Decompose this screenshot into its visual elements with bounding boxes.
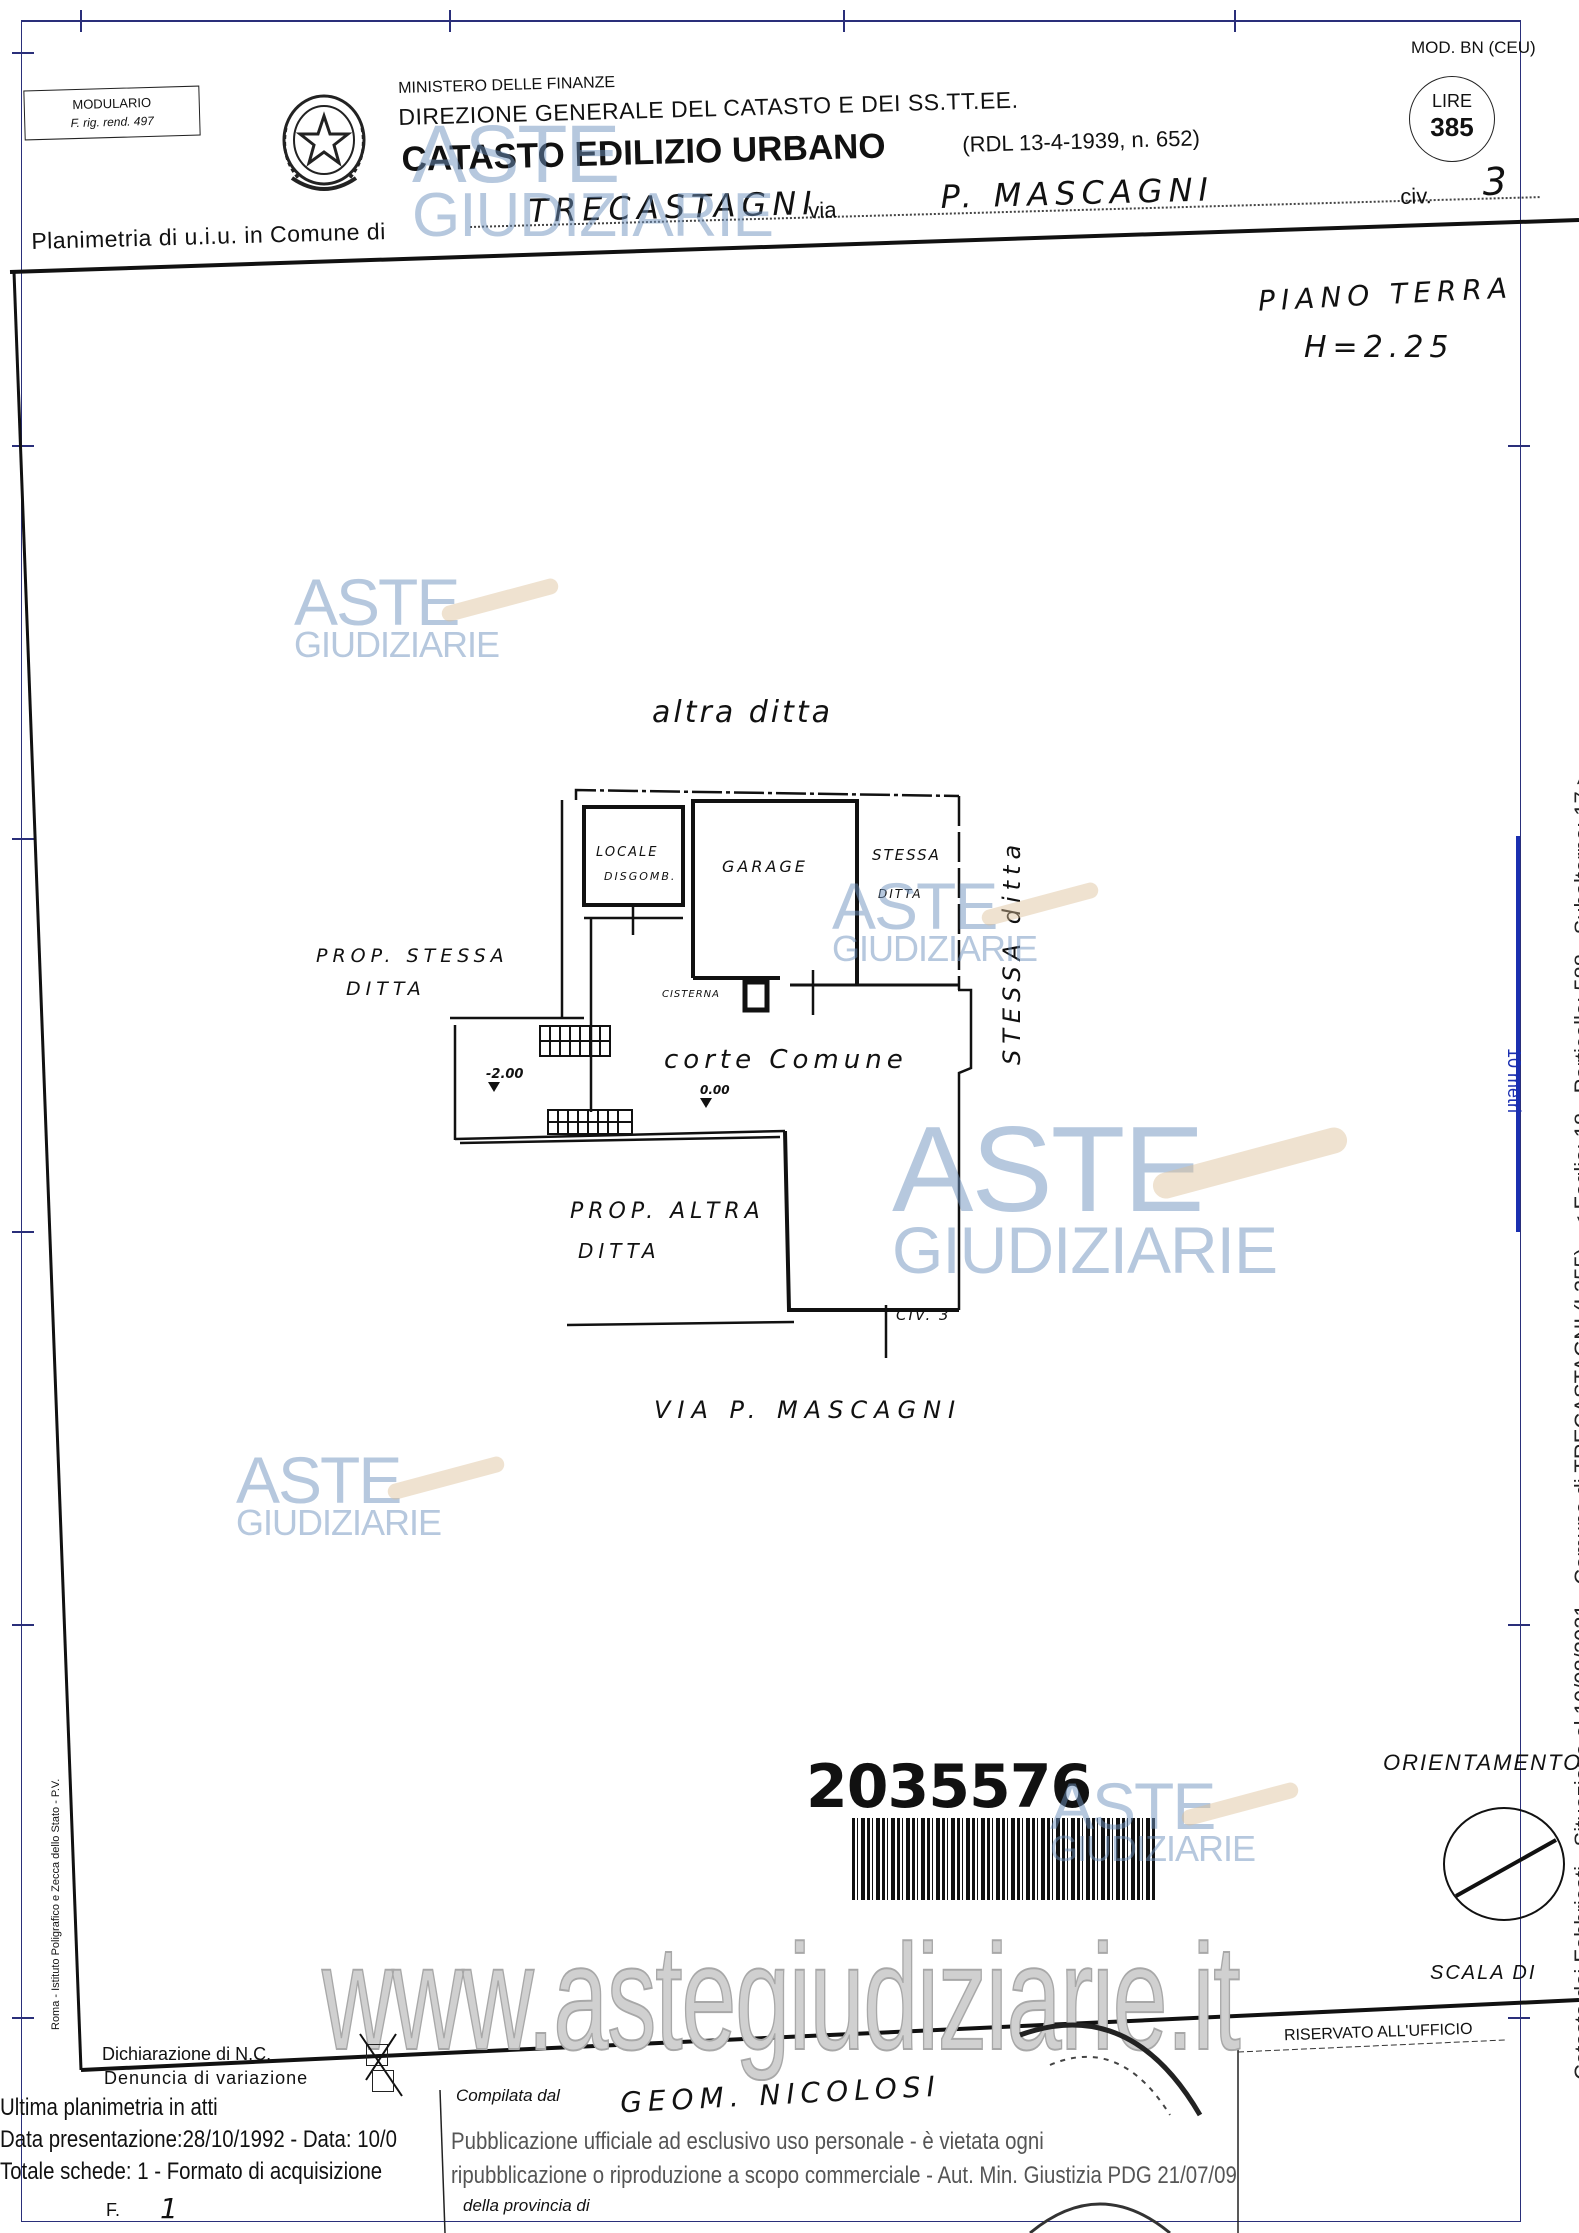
level-markers [488,1082,712,1108]
height-label: H=2.25 [1304,330,1455,365]
frame-tick [1508,2017,1530,2019]
publication-notice-2: ripubblicazione o riproduzione a scopo c… [451,2162,1237,2189]
north-boundary [574,788,960,800]
checkmark-x-icon [359,2033,403,2097]
f-value: 1 [160,2192,184,2225]
north-neighbor-label: altra ditta [652,695,833,730]
frame-tick [12,838,34,840]
republic-emblem-icon [282,94,366,191]
room-garage [691,799,859,985]
page-frame [21,20,1521,2222]
cisterna-box [742,979,770,1013]
courtyard-label: corte Comune [664,1045,908,1075]
civ-marker-label: CIV. 3 [896,1306,951,1324]
frame-tick [12,52,34,54]
stairs-upper [539,1025,611,1057]
last-plan-note: Ultima planimetria in atti [0,2094,218,2121]
frame-tick [843,10,845,32]
price-value: 385 [1430,112,1474,142]
province-label: della provincia di [463,2196,590,2215]
dichiarazione-label: Dichiarazione di N.C. [102,2044,272,2064]
denuncia-label: Denuncia di variazione [104,2068,309,2088]
price-label: LIRE [1431,91,1473,111]
submission-date: Data presentazione:28/10/1992 - Data: 10… [0,2126,397,2153]
frame-tick [12,1231,34,1233]
street-label: VIA P. MASCAGNI [654,1396,962,1424]
f-label: F. [106,2200,121,2220]
barcode-number: 2035576 [806,1752,1092,1822]
scale-bar-label: 10 metri [1504,1048,1524,1114]
denuncia-checkbox[interactable] [372,2070,394,2092]
stessa-ditta-label: STESSA [872,846,941,864]
locale-label-2: DISGOMB. [604,870,676,883]
west-neighbor-label: PROP. STESSA [316,945,509,967]
barcode [852,1818,1156,1900]
compiled-by-label: Compilata dal [456,2086,560,2105]
model-code: MOD. BN (CEU) [1411,38,1536,57]
east-neighbor-label: STESSA ditta [998,839,1026,1065]
scale-bar [1516,836,1520,1232]
dichiarazione-checkbox[interactable] [366,2044,388,2066]
frame-tick [1234,10,1236,32]
compass-icon [1443,1807,1565,1921]
publication-notice-1: Pubblicazione ufficiale ad esclusivo uso… [451,2128,1044,2155]
frame-tick [12,445,34,447]
level-lower: -2.00 [486,1067,523,1082]
cadastral-info: Catasto dei Fabbricati - Situazione al 1… [1570,772,1579,2080]
price-stamp: LIRE 385 [1409,76,1495,162]
frame-tick [1508,1624,1530,1626]
total-sheets: Totale schede: 1 - Formato di acquisizio… [0,2158,383,2185]
cisterna-label: CISTERNA [662,989,720,1000]
frame-tick [80,10,82,32]
garage-label: GARAGE [722,857,808,876]
scale-label: SCALA DI [1430,1962,1537,1984]
frame-tick [449,10,451,32]
frame-tick [12,1624,34,1626]
orientation-label: ORIENTAMENTO [1383,1750,1579,1775]
south-neighbor-label: PROP. ALTRA [570,1199,765,1224]
official-stamp [1019,2022,1203,2233]
level-ground: 0.00 [700,1083,730,1097]
west-neighbor-label-2: DITTA [346,978,426,1000]
locale-label: LOCALE [596,845,659,860]
frame-tick [12,2017,34,2019]
stessa-ditta-label-2: DITTA [878,887,923,901]
stairs-lower [547,1109,633,1135]
watermark-website: www.astegiudiziarie.it [321,1913,1241,2081]
frame-tick [1508,445,1530,447]
south-neighbor-label-2: DITTA [578,1239,661,1263]
